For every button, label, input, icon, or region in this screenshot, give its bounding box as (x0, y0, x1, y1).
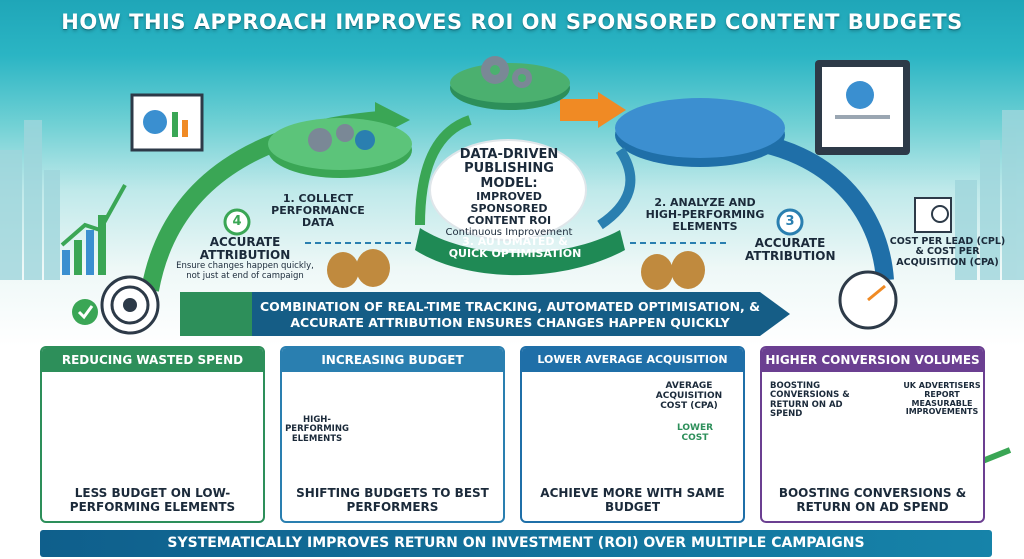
attribution-left-sub: Ensure changes happen quickly, not just … (176, 261, 314, 282)
banner-arrow (250, 292, 790, 336)
gauge-icon (838, 270, 898, 330)
bottom-summary-bar: SYSTEMATICALLY IMPROVES RETURN ON INVEST… (40, 530, 992, 557)
gear-icon (481, 56, 532, 88)
panel-head: LOWER AVERAGE ACQUISITION COST (522, 348, 743, 390)
city-right (955, 110, 1024, 280)
panel-note: HIGH-PERFORMING ELEMENTS (285, 415, 349, 444)
panel-head: INCREASING BUDGET ALLOCATION (282, 348, 503, 391)
money-bag-icon (641, 251, 705, 290)
step-4-number: 4 (232, 214, 242, 229)
panel-note-boosting: BOOSTING CONVERSIONS & RETURN ON AD SPEN… (770, 381, 850, 420)
monitor-icon (815, 60, 910, 155)
panel-foot: BOOSTING CONVERSIONS & RETURN ON AD SPEN… (778, 486, 967, 515)
center-line-5: Continuous Improvement (445, 227, 573, 239)
panel-head: REDUCING WASTED SPEND (42, 348, 263, 372)
cycle-arrowhead-orange (598, 92, 626, 128)
panel-foot: LESS BUDGET ON LOW-PERFORMING ELEMENTS (69, 486, 236, 515)
money-bag-icon (327, 249, 390, 288)
step-3-number: 3 (785, 214, 795, 229)
step-collect-label: 1. COLLECT PERFORMANCE DATA (271, 192, 365, 230)
attribution-right-title: ACCURATE ATTRIBUTION (745, 236, 836, 264)
city-left (0, 120, 60, 280)
panel-lower-acquisition-cost: LOWER AVERAGE ACQUISITION COST AVERAGE A… (520, 346, 745, 523)
panel-note-lower-cost: LOWER COST (676, 423, 714, 443)
panel-increasing-budget: INCREASING BUDGET ALLOCATION HIGH-PERFOR… (280, 346, 505, 523)
inner-arrow-green (415, 115, 472, 226)
inner-arrow-blue (597, 147, 636, 230)
target-icon (100, 275, 160, 335)
attribution-left-title: ACCURATE ATTRIBUTION (199, 235, 291, 263)
panel-foot: SHIFTING BUDGETS TO BEST PERFORMERS (296, 486, 489, 515)
document-icon (914, 197, 952, 233)
analysis-disc-top (615, 98, 785, 158)
step-4-badge (223, 208, 251, 236)
center-hub (429, 139, 587, 241)
step-analyze-label: 2. ANALYZE AND HIGH-PERFORMING ELEMENTS (645, 196, 765, 234)
panel-reducing-wasted-spend: REDUCING WASTED SPEND LESS BUDGET ON LOW… (40, 346, 265, 523)
panel-higher-conversion: HIGHER CONVERSION VOLUMES BOOSTING CONVE… (760, 346, 985, 523)
automated-band (415, 228, 625, 276)
cost-metrics-label: COST PER LEAD (CPL) & COST PER ACQUISITI… (889, 236, 1006, 268)
checkmark-icon (72, 299, 98, 325)
page-title: HOW THIS APPROACH IMPROVES ROI ON SPONSO… (61, 10, 963, 34)
monitor-icon (130, 93, 204, 152)
center-line-2: PUBLISHING MODEL: (464, 161, 554, 191)
attribution-left: ACCURATE ATTRIBUTION Ensure changes happ… (170, 235, 320, 282)
banner-left-green (180, 292, 252, 336)
center-line-1: DATA-DRIVEN (459, 147, 559, 162)
center-line-3: IMPROVED SPONSORED (470, 189, 548, 215)
panel-note-uk: UK ADVERTISERS REPORT MEASURABLE IMPROVE… (903, 381, 981, 417)
gears-disc-top (450, 63, 570, 103)
step-3-badge (776, 208, 804, 236)
gear-icon (308, 124, 375, 152)
banner-text: COMBINATION OF REAL-TIME TRACKING, AUTOM… (259, 299, 761, 330)
bar-chart-icon (60, 184, 127, 275)
collect-disc-top (268, 118, 412, 170)
panel-foot: ACHIEVE MORE WITH SAME BUDGET (540, 486, 725, 515)
panel-head: HIGHER CONVERSION VOLUMES (762, 348, 983, 372)
step-automated-label: 3. AUTOMATED & QUICK OPTIMISATION (448, 235, 582, 261)
center-line-4: CONTENT ROI (466, 214, 552, 228)
panel-note-cpa: AVERAGE ACQUISITION COST (CPA) (655, 381, 723, 411)
center-title: DATA-DRIVEN PUBLISHING MODEL: IMPROVED S… (440, 147, 578, 239)
